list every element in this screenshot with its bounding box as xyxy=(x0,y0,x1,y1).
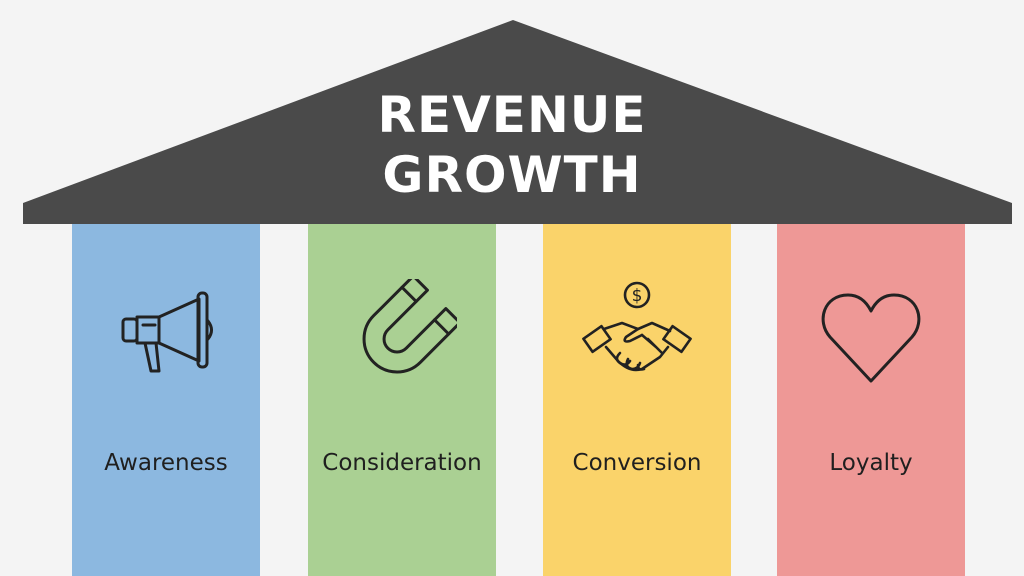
pillar-awareness: Awareness xyxy=(72,224,260,576)
magnet-icon xyxy=(347,279,457,389)
roof-shape xyxy=(23,20,1012,224)
pillar-loyalty: Loyalty xyxy=(777,224,965,576)
roof-title-line2: GROWTH xyxy=(382,146,642,204)
svg-text:$: $ xyxy=(632,286,643,306)
pillar-label-loyalty: Loyalty xyxy=(829,450,913,476)
roof xyxy=(23,20,1012,224)
pillar-consideration: Consideration xyxy=(308,224,496,576)
roof-title-line1: REVENUE xyxy=(377,86,647,144)
pillar-label-consideration: Consideration xyxy=(322,450,482,476)
heart-icon xyxy=(816,279,926,389)
handshake-dollar-icon: $ xyxy=(582,279,692,389)
pillar-conversion: $ Conversion xyxy=(543,224,731,576)
pillar-label-conversion: Conversion xyxy=(572,450,702,476)
megaphone-icon xyxy=(111,279,221,389)
pillar-label-awareness: Awareness xyxy=(104,450,228,476)
